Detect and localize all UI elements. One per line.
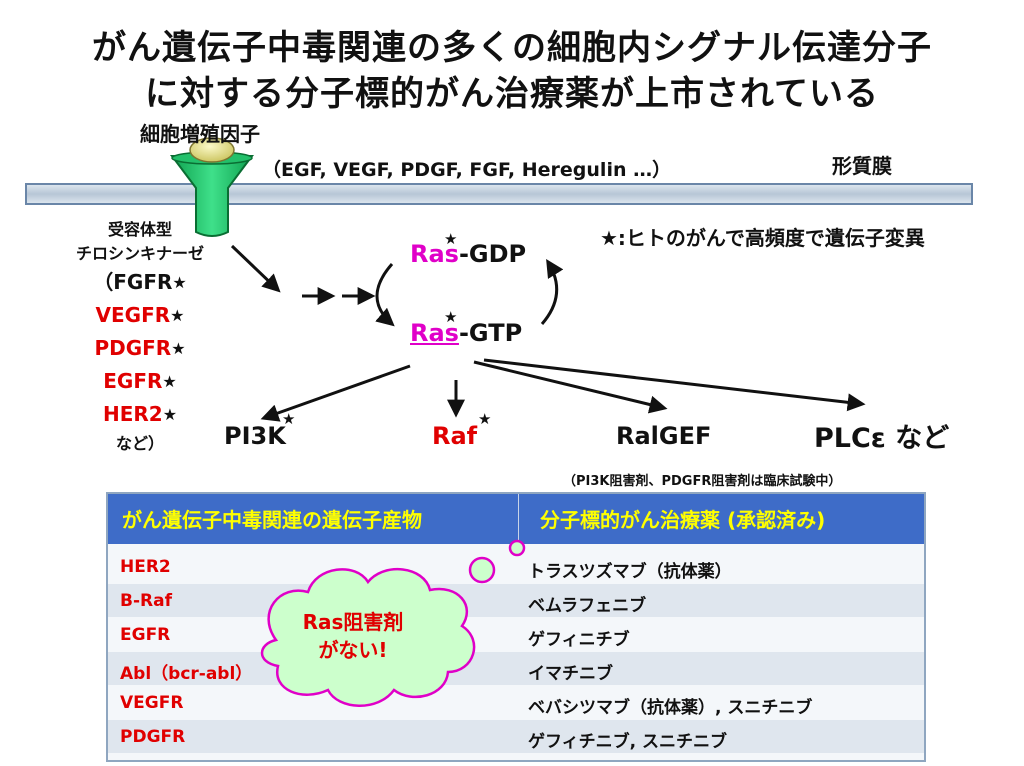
raf-star-icon: ★	[478, 410, 492, 428]
callout-line-1: Ras阻害剤	[302, 610, 404, 634]
drug-cell: ゲフィニチブ	[528, 630, 630, 650]
receptor-name: HER2	[102, 402, 163, 426]
plasma-membrane	[25, 183, 973, 205]
title-line-1: がん遺伝子中毒関連の多くの細胞内シグナル伝達分子	[92, 28, 932, 68]
mutation-star-icon: ★	[171, 339, 186, 358]
table-header-drug: 分子標的がん治療薬 (承認済み)	[540, 508, 826, 532]
pi3k-star-icon: ★	[282, 410, 296, 428]
receptor-item-vegfr: VEGFR★	[50, 299, 230, 332]
effector-pi3k: PI3K	[224, 422, 286, 450]
ras-name: Ras	[410, 240, 459, 268]
receptor-name: VEGFR	[95, 303, 171, 327]
table-row: Abl（bcr-abl） イマチニブ	[108, 652, 924, 685]
effector-ralgef: RalGEF	[616, 422, 712, 450]
ras-activation-arrow	[375, 263, 395, 327]
ras-inactivation-arrow	[540, 258, 564, 325]
drug-cell: ゲフィチニブ, スニチニブ	[528, 732, 728, 752]
receptor-item-fgfr: （FGFR★	[50, 266, 230, 299]
table-row: B-Raf ベムラフェニブ	[108, 584, 924, 617]
ras-gdp: Ras-GDP	[410, 240, 526, 268]
table-row: EGFR ゲフィニチブ	[108, 618, 924, 651]
mutation-legend: ★:ヒトのがんで高頻度で遺伝子変異	[600, 226, 925, 250]
title-line-2: に対する分子標的がん治療薬が上市されている	[145, 74, 879, 114]
drug-cell: ベムラフェニブ	[528, 596, 647, 616]
product-cell: Abl（bcr-abl）	[120, 664, 253, 684]
header-divider	[518, 494, 519, 544]
mutation-star-icon: ★	[172, 273, 187, 292]
callout-text: Ras阻害剤 がない!	[288, 608, 418, 664]
drug-cell: トラスツズマブ（抗体薬）	[528, 562, 732, 582]
product-cell: PDGFR	[120, 727, 186, 747]
ligand-icon	[189, 137, 235, 163]
ras-gtp-star-icon: ★	[444, 308, 458, 326]
drug-cell: ベバシツマブ（抗体薬）, スニチニブ	[528, 698, 813, 718]
growth-factor-label: 細胞増殖因子	[140, 122, 260, 146]
receptor-item-pdgfr: PDGFR★	[50, 332, 230, 365]
clinical-trial-note: （PI3K阻害剤、PDGFR阻害剤は臨床試験中）	[563, 474, 842, 489]
signal-arrow-1	[230, 244, 281, 293]
arrow-to-plc	[483, 358, 866, 412]
effector-raf: Raf	[432, 422, 478, 450]
ras-gtp-suffix: -GTP	[458, 319, 523, 347]
cloud-bubble-medium	[468, 556, 496, 584]
receptor-list: 受容体型 チロシンキナーゼ （FGFR★ VEGFR★ PDGFR★ EGFR★…	[50, 218, 230, 457]
table-header-product: がん遺伝子中毒関連の遺伝子産物	[122, 508, 422, 532]
receptor-item-egfr: EGFR★	[50, 365, 230, 398]
receptor-name: PDGFR	[94, 336, 172, 360]
ras-gtp: Ras-GTP	[410, 319, 522, 347]
ras-name: Ras	[410, 319, 459, 347]
drug-cell: イマチニブ	[528, 664, 613, 684]
arrow-to-ralgef	[473, 360, 668, 414]
receptor-item-her2: HER2★	[50, 398, 230, 431]
mutation-star-icon: ★	[170, 306, 185, 325]
membrane-label: 形質膜	[832, 154, 892, 178]
receptor-label-line-2: チロシンキナーゼ	[75, 244, 204, 263]
mutation-star-icon: ★	[162, 405, 178, 424]
table-header: がん遺伝子中毒関連の遺伝子産物 分子標的がん治療薬 (承認済み)	[108, 494, 924, 544]
cloud-body	[260, 568, 476, 707]
product-cell: HER2	[120, 557, 171, 577]
table-row: PDGFR ゲフィチニブ, スニチニブ	[108, 720, 924, 753]
receptor-name: FGFR	[113, 270, 173, 294]
product-cell: EGFR	[120, 625, 171, 645]
effector-plc: PLCε など	[814, 423, 950, 454]
receptor-label-line-1: 受容体型	[107, 220, 172, 239]
ligand-list: （EGF, VEGF, PDGF, FGF, Heregulin …）	[262, 159, 672, 181]
ras-gdp-star-icon: ★	[444, 230, 458, 248]
product-cell: VEGFR	[120, 693, 184, 713]
cloud-bubble-small	[508, 539, 526, 557]
callout-line-2: がない!	[318, 638, 388, 662]
product-cell: B-Raf	[120, 591, 172, 611]
receptor-name: EGFR	[103, 369, 163, 393]
drug-table: がん遺伝子中毒関連の遺伝子産物 分子標的がん治療薬 (承認済み) HER2 トラ…	[106, 492, 926, 762]
mutation-star-icon: ★	[162, 372, 177, 391]
table-row: VEGFR ベバシツマブ（抗体薬）, スニチニブ	[108, 686, 924, 719]
arrow-to-pi3k	[260, 364, 411, 422]
open-paren: （	[93, 270, 114, 294]
ras-gdp-suffix: -GDP	[458, 240, 527, 268]
receptor-etc: など）	[115, 434, 164, 453]
